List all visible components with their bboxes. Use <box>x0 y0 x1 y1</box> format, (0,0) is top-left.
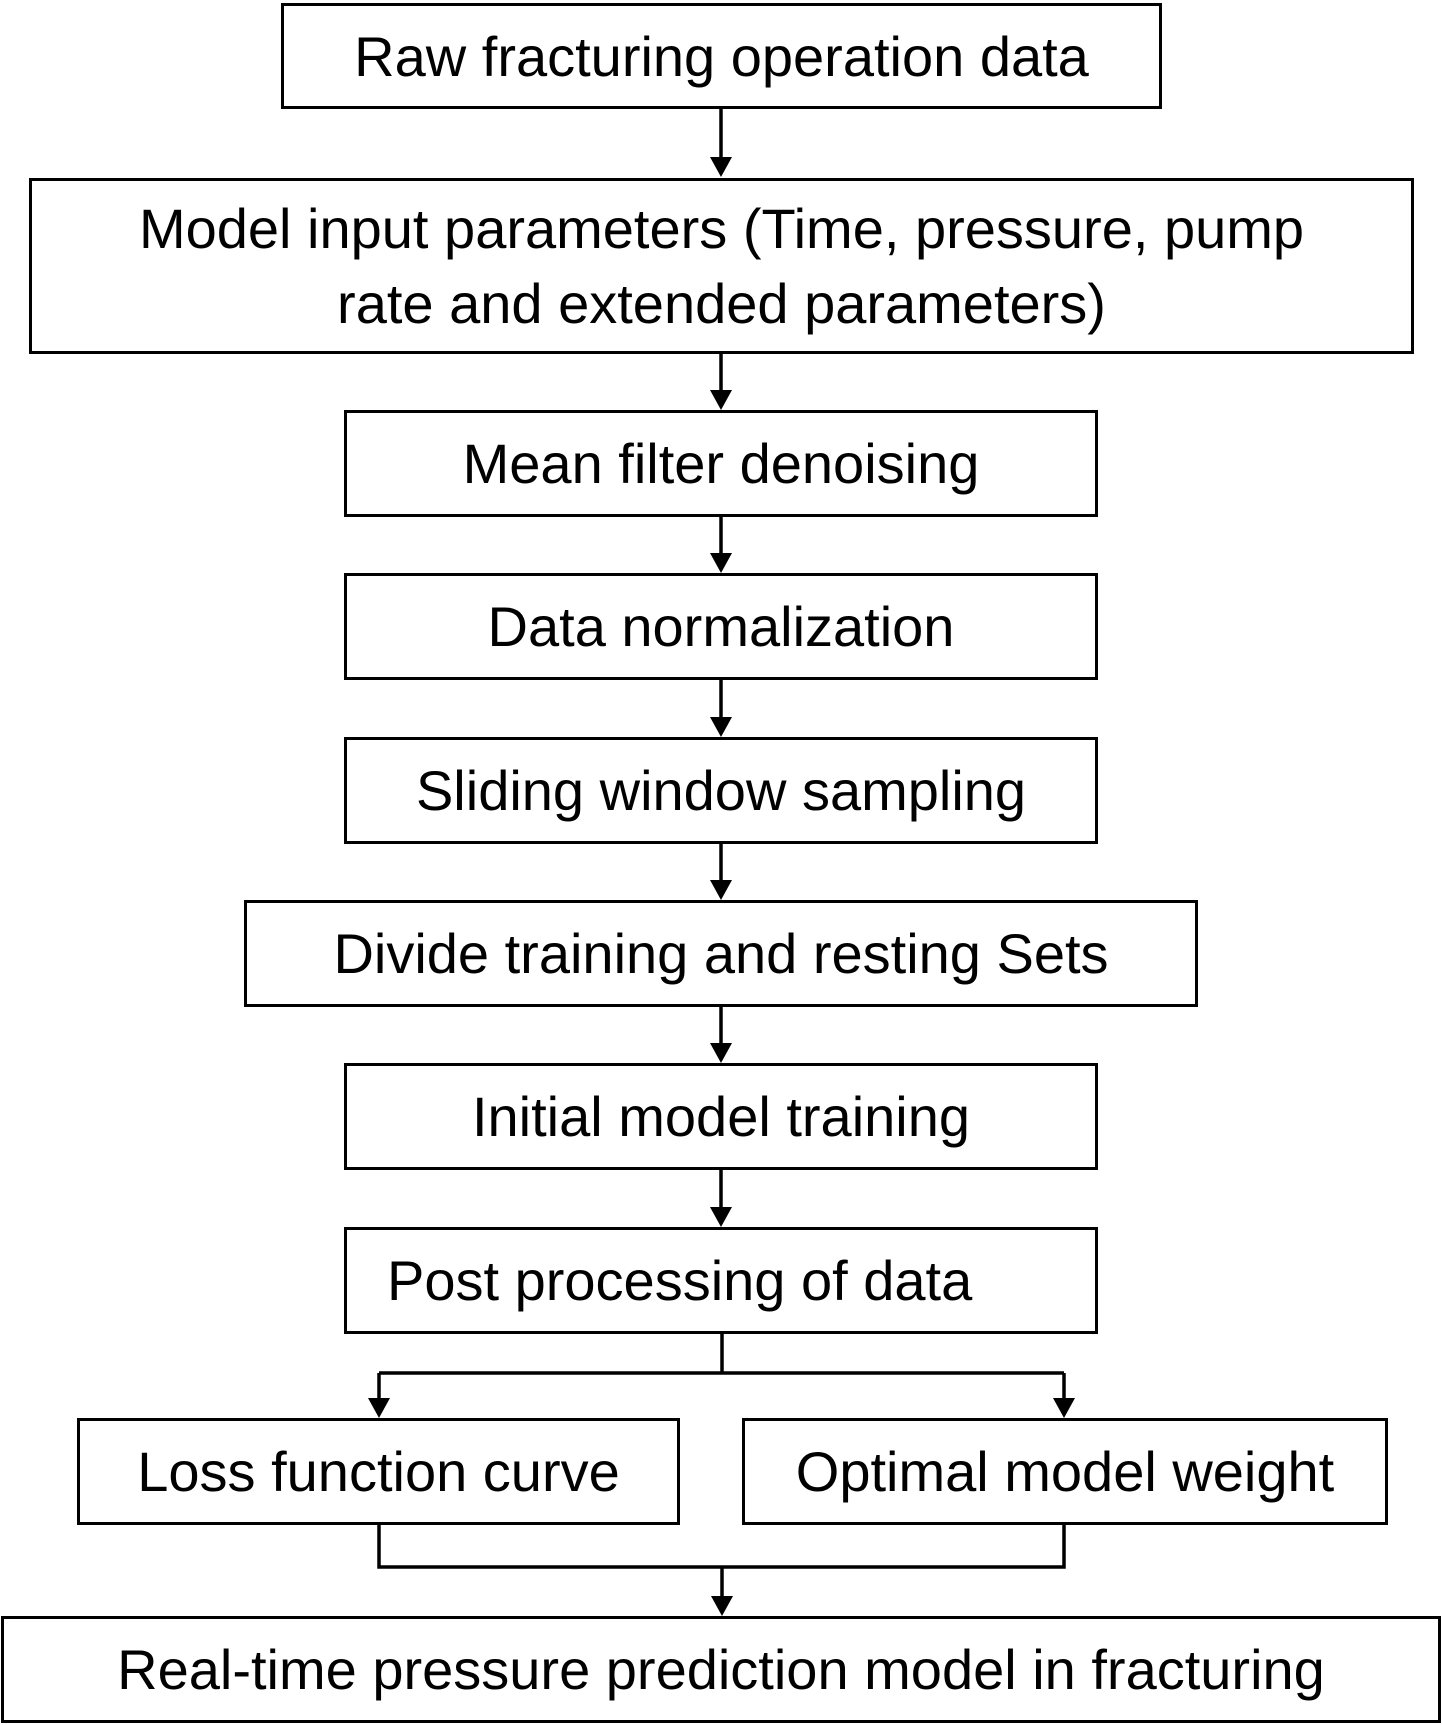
step-normalization: Data normalization <box>344 573 1098 680</box>
arrow-filter-to-normalization <box>710 516 732 573</box>
arrow-sliding-to-divide <box>710 843 732 900</box>
step-final-model: Real-time pressure prediction model in f… <box>1 1616 1441 1723</box>
step-raw-data: Raw fracturing operation data <box>281 3 1162 109</box>
step-mean-filter-label: Mean filter denoising <box>462 432 980 495</box>
step-loss-curve-label: Loss function curve <box>137 1440 620 1503</box>
step-raw-data-label: Raw fracturing operation data <box>354 24 1089 88</box>
arrow-input-to-filter <box>710 353 732 410</box>
arrow-divide-to-training <box>710 1006 732 1063</box>
step-divide-sets-label: Divide training and resting Sets <box>333 922 1109 985</box>
step-post-processing: Post processing of data <box>344 1227 1098 1334</box>
arrow-raw-to-input <box>710 108 732 177</box>
step-optimal-weight: Optimal model weight <box>742 1418 1388 1525</box>
arrow-training-to-post <box>710 1169 732 1227</box>
step-normalization-label: Data normalization <box>487 595 955 658</box>
step-final-model-label: Real-time pressure prediction model in f… <box>117 1638 1325 1701</box>
step-initial-training-label: Initial model training <box>471 1085 971 1148</box>
step-divide-sets: Divide training and resting Sets <box>244 900 1198 1007</box>
split-post-to-branches <box>368 1333 1075 1418</box>
merge-branches-to-final <box>377 1524 1066 1616</box>
step-post-processing-label: Post processing of data <box>387 1249 973 1312</box>
step-loss-curve: Loss function curve <box>77 1418 680 1525</box>
step-optimal-weight-label: Optimal model weight <box>795 1440 1335 1503</box>
arrow-normalization-to-sliding <box>710 679 732 737</box>
step-model-input-line2: rate and extended parameters) <box>337 272 1106 335</box>
step-mean-filter: Mean filter denoising <box>344 410 1098 517</box>
step-sliding-window-label: Sliding window sampling <box>415 759 1027 822</box>
step-initial-training: Initial model training <box>344 1063 1098 1170</box>
step-model-input: Model input parameters (Time, pressure, … <box>29 178 1414 354</box>
step-model-input-line1: Model input parameters (Time, pressure, … <box>138 197 1305 260</box>
step-sliding-window: Sliding window sampling <box>344 737 1098 844</box>
